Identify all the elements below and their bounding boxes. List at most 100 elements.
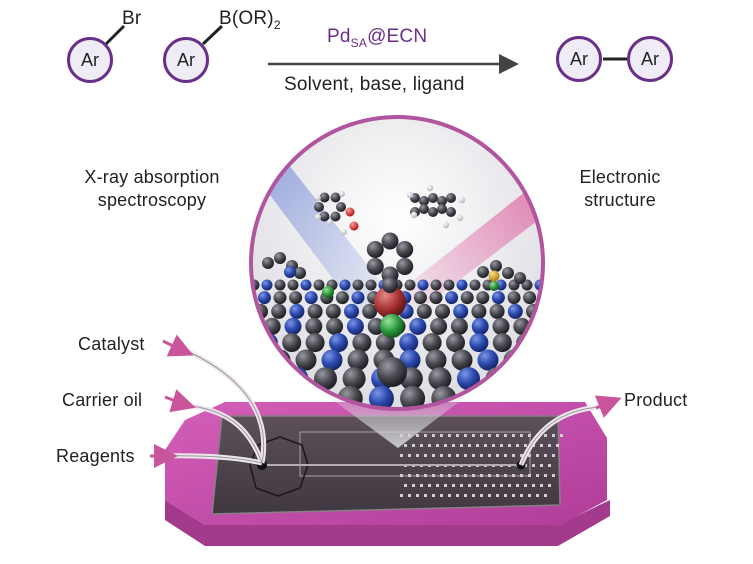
catalyst-inlet-label: Catalyst bbox=[78, 334, 145, 354]
carbon-atom bbox=[273, 291, 287, 305]
hydrogen-atom bbox=[315, 214, 321, 220]
chip-pillar bbox=[448, 494, 451, 497]
carbon-atom bbox=[554, 291, 567, 304]
nitrogen-atom bbox=[284, 266, 296, 278]
carbon-atom bbox=[477, 266, 489, 278]
chip-pillar bbox=[552, 434, 555, 437]
carbon-atom bbox=[437, 196, 447, 206]
chip-pillar bbox=[476, 444, 479, 447]
nitrogen-atom bbox=[289, 303, 305, 319]
boronate-main: B(OR) bbox=[219, 8, 274, 29]
carbon-atom bbox=[521, 279, 533, 291]
chip-pillar bbox=[432, 434, 435, 437]
chip-pillar bbox=[492, 444, 495, 447]
carbon-atom bbox=[430, 317, 448, 335]
nitrogen-atom bbox=[300, 279, 312, 291]
chip-pillar bbox=[520, 434, 523, 437]
chip-pillar bbox=[456, 434, 459, 437]
carbon-atom bbox=[428, 193, 438, 203]
carbon-atom bbox=[443, 279, 455, 291]
chip-pillar bbox=[492, 484, 495, 487]
xas-label: X-ray absorption spectroscopy bbox=[62, 166, 242, 212]
catalyst-arrow-icon bbox=[162, 334, 194, 357]
carbon-atom bbox=[514, 367, 538, 391]
chip-pillar bbox=[536, 454, 539, 457]
carbon-atom bbox=[352, 333, 372, 353]
nitrogen-atom bbox=[344, 303, 359, 319]
chip-pillar bbox=[444, 484, 447, 487]
chip-pillar bbox=[432, 474, 435, 477]
carbon-atom bbox=[314, 367, 337, 391]
hydrogen-atom bbox=[410, 211, 418, 219]
electronic-label-line1: Electronic bbox=[579, 167, 661, 187]
chip-pillar bbox=[536, 474, 539, 477]
chip-pillar bbox=[400, 474, 403, 477]
carbon-atom bbox=[336, 202, 346, 212]
chip-pillar bbox=[488, 434, 491, 437]
chip-pillar bbox=[468, 444, 471, 447]
carbon-atom bbox=[271, 303, 287, 319]
chlorine-atom bbox=[489, 281, 499, 291]
nitrogen-atom bbox=[471, 317, 489, 335]
nitrogen-atom bbox=[457, 367, 480, 391]
nitrogen-atom bbox=[469, 333, 489, 353]
carbon-atom bbox=[416, 303, 432, 319]
carbon-atom bbox=[307, 303, 323, 319]
carbon-atom bbox=[446, 333, 465, 353]
palladium-atom bbox=[374, 286, 406, 318]
carbon-atom bbox=[347, 349, 369, 371]
zoom-circle-border bbox=[249, 115, 545, 411]
chip-pillar bbox=[432, 494, 435, 497]
carbon-atom bbox=[335, 291, 349, 305]
chip-pillar bbox=[516, 444, 519, 447]
hydrogen-atom bbox=[456, 214, 464, 222]
carbon-atom bbox=[428, 367, 452, 391]
chip-pillar bbox=[448, 474, 451, 477]
carbon-atom bbox=[469, 279, 481, 291]
chip-pillar bbox=[548, 444, 551, 447]
carbon-atom bbox=[396, 241, 414, 258]
carbon-atom bbox=[437, 204, 447, 214]
chip-pillar bbox=[404, 484, 407, 487]
chlorine-atom bbox=[380, 314, 404, 338]
electronic-structure-label: Electronic structure bbox=[560, 166, 680, 212]
carbon-atom bbox=[342, 367, 366, 391]
carbon-atom bbox=[218, 350, 239, 371]
carbon-atom bbox=[365, 279, 377, 291]
chip-pillar bbox=[496, 434, 499, 437]
chip-pillar bbox=[436, 444, 439, 447]
carbon-atom bbox=[450, 317, 468, 335]
oxygen-atom bbox=[345, 207, 355, 217]
carbon-atom bbox=[419, 196, 429, 206]
nitrogen-atom bbox=[491, 291, 505, 305]
carbon-atom bbox=[548, 280, 559, 291]
chip-pillar bbox=[456, 454, 459, 457]
carrier-oil-arrow-icon bbox=[164, 389, 196, 413]
nitrogen-atom bbox=[321, 349, 343, 371]
nitrogen-atom bbox=[445, 291, 459, 305]
chip-pillar bbox=[544, 474, 547, 477]
hydrogen-atom bbox=[442, 221, 450, 229]
chip-pillar bbox=[552, 454, 555, 457]
aryl-ring-label: Ar bbox=[641, 48, 659, 69]
carbon-atom bbox=[429, 291, 443, 305]
chip-pillar bbox=[552, 474, 555, 477]
carbon-atom bbox=[314, 202, 324, 212]
chip-pillar bbox=[428, 444, 431, 447]
carbon-atom bbox=[381, 232, 399, 250]
chip-pillar bbox=[472, 494, 475, 497]
chip-pillar bbox=[404, 444, 407, 447]
chip-pillar bbox=[508, 444, 511, 447]
carbon-atom bbox=[476, 291, 490, 305]
chip-pillar bbox=[476, 484, 479, 487]
nitrogen-atom bbox=[261, 279, 273, 291]
carbon-atom bbox=[294, 267, 306, 279]
carbon-atom bbox=[274, 252, 286, 264]
aryl-boronate-bond bbox=[201, 24, 224, 46]
xas-label-line2: spectroscopy bbox=[97, 190, 207, 210]
chip-pillar bbox=[548, 484, 551, 487]
carbon-atom bbox=[400, 385, 426, 409]
catalyst-support: @ECN bbox=[367, 26, 428, 47]
chip-pillar bbox=[512, 474, 515, 477]
carbon-atom bbox=[492, 333, 512, 353]
